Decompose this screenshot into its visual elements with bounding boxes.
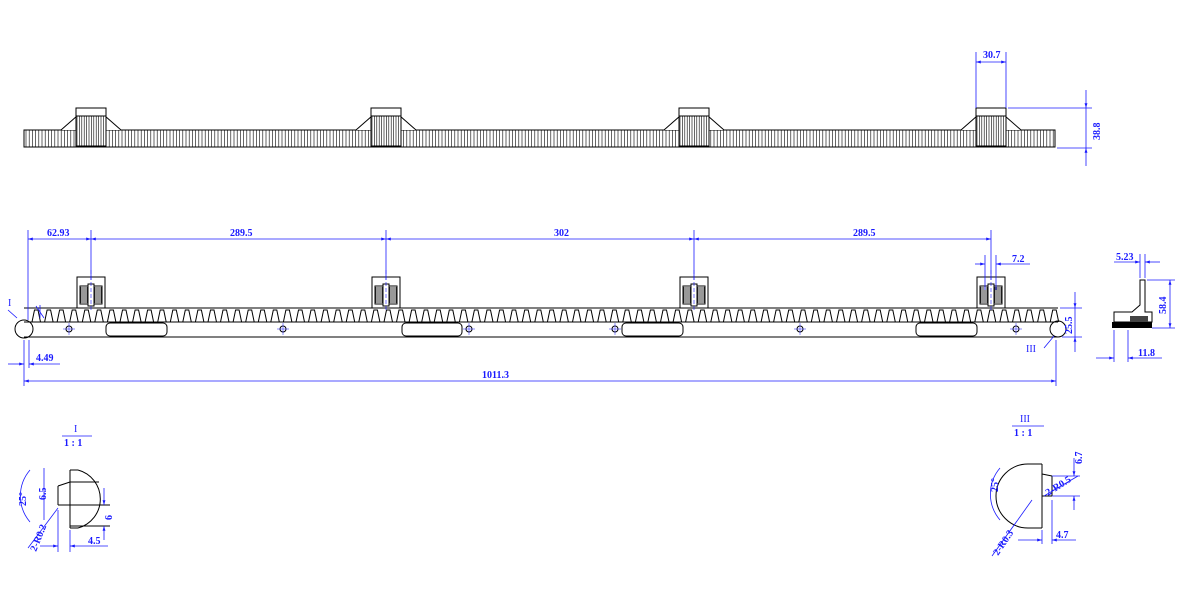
body-slot-4 xyxy=(915,322,978,337)
right-end-circle xyxy=(1049,320,1067,338)
detail-iii-title: III xyxy=(1020,414,1030,425)
total-length-dim: 1011.3 xyxy=(482,370,509,381)
side-view: 5.23 58.4 11.8 xyxy=(1096,252,1175,362)
detail-iii-dim-a: 6.7 xyxy=(1074,452,1085,465)
top-view: 30.7 38.8 xyxy=(23,50,1103,166)
detail-i-title: I xyxy=(74,424,77,435)
front-holes xyxy=(63,323,1022,335)
top-teeth-lines xyxy=(25,130,1054,147)
top-mount-4 xyxy=(960,107,1022,147)
spacing-dim-1: 62.93 xyxy=(47,228,70,239)
screw-hole-6 xyxy=(1010,323,1022,335)
block-dim: 7.2 xyxy=(1012,254,1025,265)
detail-i-dim-b: 6 xyxy=(104,515,115,520)
body-slot-3 xyxy=(621,322,684,337)
body-slot-1 xyxy=(105,322,168,337)
side-dim-height: 58.4 xyxy=(1158,297,1169,315)
spacing-dim-4: 289.5 xyxy=(853,228,876,239)
top-mount-1 xyxy=(60,107,122,147)
body-slot-2 xyxy=(401,322,463,337)
top-rack-body xyxy=(23,129,1056,148)
detail-i-dim-c: 4.5 xyxy=(88,536,101,547)
screw-hole-2 xyxy=(277,323,289,335)
top-dim-height: 38.8 xyxy=(1092,123,1103,141)
side-dim-bottom: 11.8 xyxy=(1138,348,1155,359)
detail-i-dim-a: 6.5 xyxy=(38,488,49,501)
top-mount-3 xyxy=(663,107,725,147)
detail-iii-dim-b: 4.7 xyxy=(1056,530,1069,541)
detail-iii-radius-top: 2-R0.5 xyxy=(1044,474,1074,498)
detail-iii-radius-bottom: 2-R0.3 xyxy=(991,528,1016,557)
left-offset-dim: 4.49 xyxy=(36,353,54,364)
front-rack-teeth xyxy=(30,309,1060,323)
screw-hole-3 xyxy=(463,323,475,335)
front-dim-height: 25.5 xyxy=(1064,317,1075,335)
front-mounts xyxy=(76,270,1006,312)
detail-i-scale: 1 : 1 xyxy=(64,438,82,449)
detail-i-radius: 2-R0.2 xyxy=(29,523,50,553)
spacing-dim-3: 302 xyxy=(554,228,569,239)
top-rack-teeth xyxy=(25,130,1054,147)
detail-iii-scale: 1 : 1 xyxy=(1014,428,1032,439)
detail-label-left: I xyxy=(8,298,11,309)
detail-iii-angle: 25° xyxy=(990,478,1001,492)
front-mount-2 xyxy=(371,270,401,312)
detail-i: I 1 : 1 6 4.5 6.5 25° 2-R0.2 xyxy=(18,424,115,553)
detail-iii: III 1 : 1 6.7 4.7 25° 2-R0.5 2-R0.3 xyxy=(990,414,1085,558)
detail-label-right: III xyxy=(1026,344,1036,355)
side-dim-top: 5.23 xyxy=(1116,252,1134,263)
top-mount-2 xyxy=(355,107,417,147)
detail-i-angle: 25° xyxy=(18,492,29,506)
front-slots xyxy=(105,322,978,337)
top-mounts xyxy=(60,107,1022,147)
screw-hole-1 xyxy=(63,323,75,335)
left-end-circle xyxy=(14,319,34,339)
front-view: 62.93 289.5 302 289.5 7.2 25.5 1011.3 4.… xyxy=(7,228,1082,386)
front-mount-1 xyxy=(76,270,106,312)
top-dim-width: 30.7 xyxy=(983,50,1001,61)
screw-hole-4 xyxy=(609,323,621,335)
spacing-dim-2: 289.5 xyxy=(230,228,253,239)
screw-hole-5 xyxy=(794,323,806,335)
